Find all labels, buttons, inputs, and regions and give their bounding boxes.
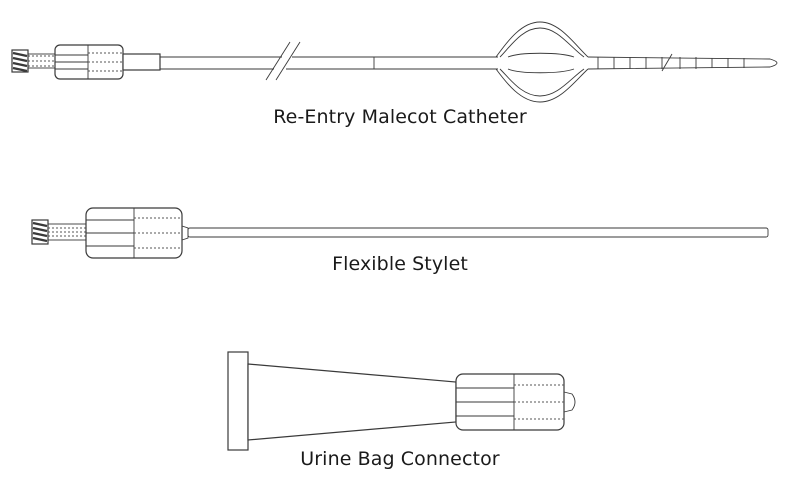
connector-flange: [227, 351, 249, 451]
connector-body: [247, 363, 457, 441]
catheter-illustration: Re-Entry Malecot Catheter: [0, 0, 800, 140]
connector-hub: [455, 373, 576, 431]
stylet-wire: [187, 227, 769, 238]
stylet-label: Flexible Stylet: [332, 253, 468, 275]
catheter-thread: [11, 49, 56, 73]
stylet-illustration: Flexible Stylet: [0, 190, 800, 280]
catheter-hub: [54, 44, 161, 80]
catheter-tip: [587, 53, 778, 72]
connector-illustration: Urine Bag Connector: [0, 340, 800, 480]
catheter-label: Re-Entry Malecot Catheter: [273, 106, 527, 128]
malecot-basket: [495, 21, 589, 103]
stylet-hub: [85, 207, 189, 259]
catheter-shaft: [160, 41, 498, 81]
connector-label: Urine Bag Connector: [300, 448, 500, 470]
stylet-thread: [31, 219, 87, 245]
